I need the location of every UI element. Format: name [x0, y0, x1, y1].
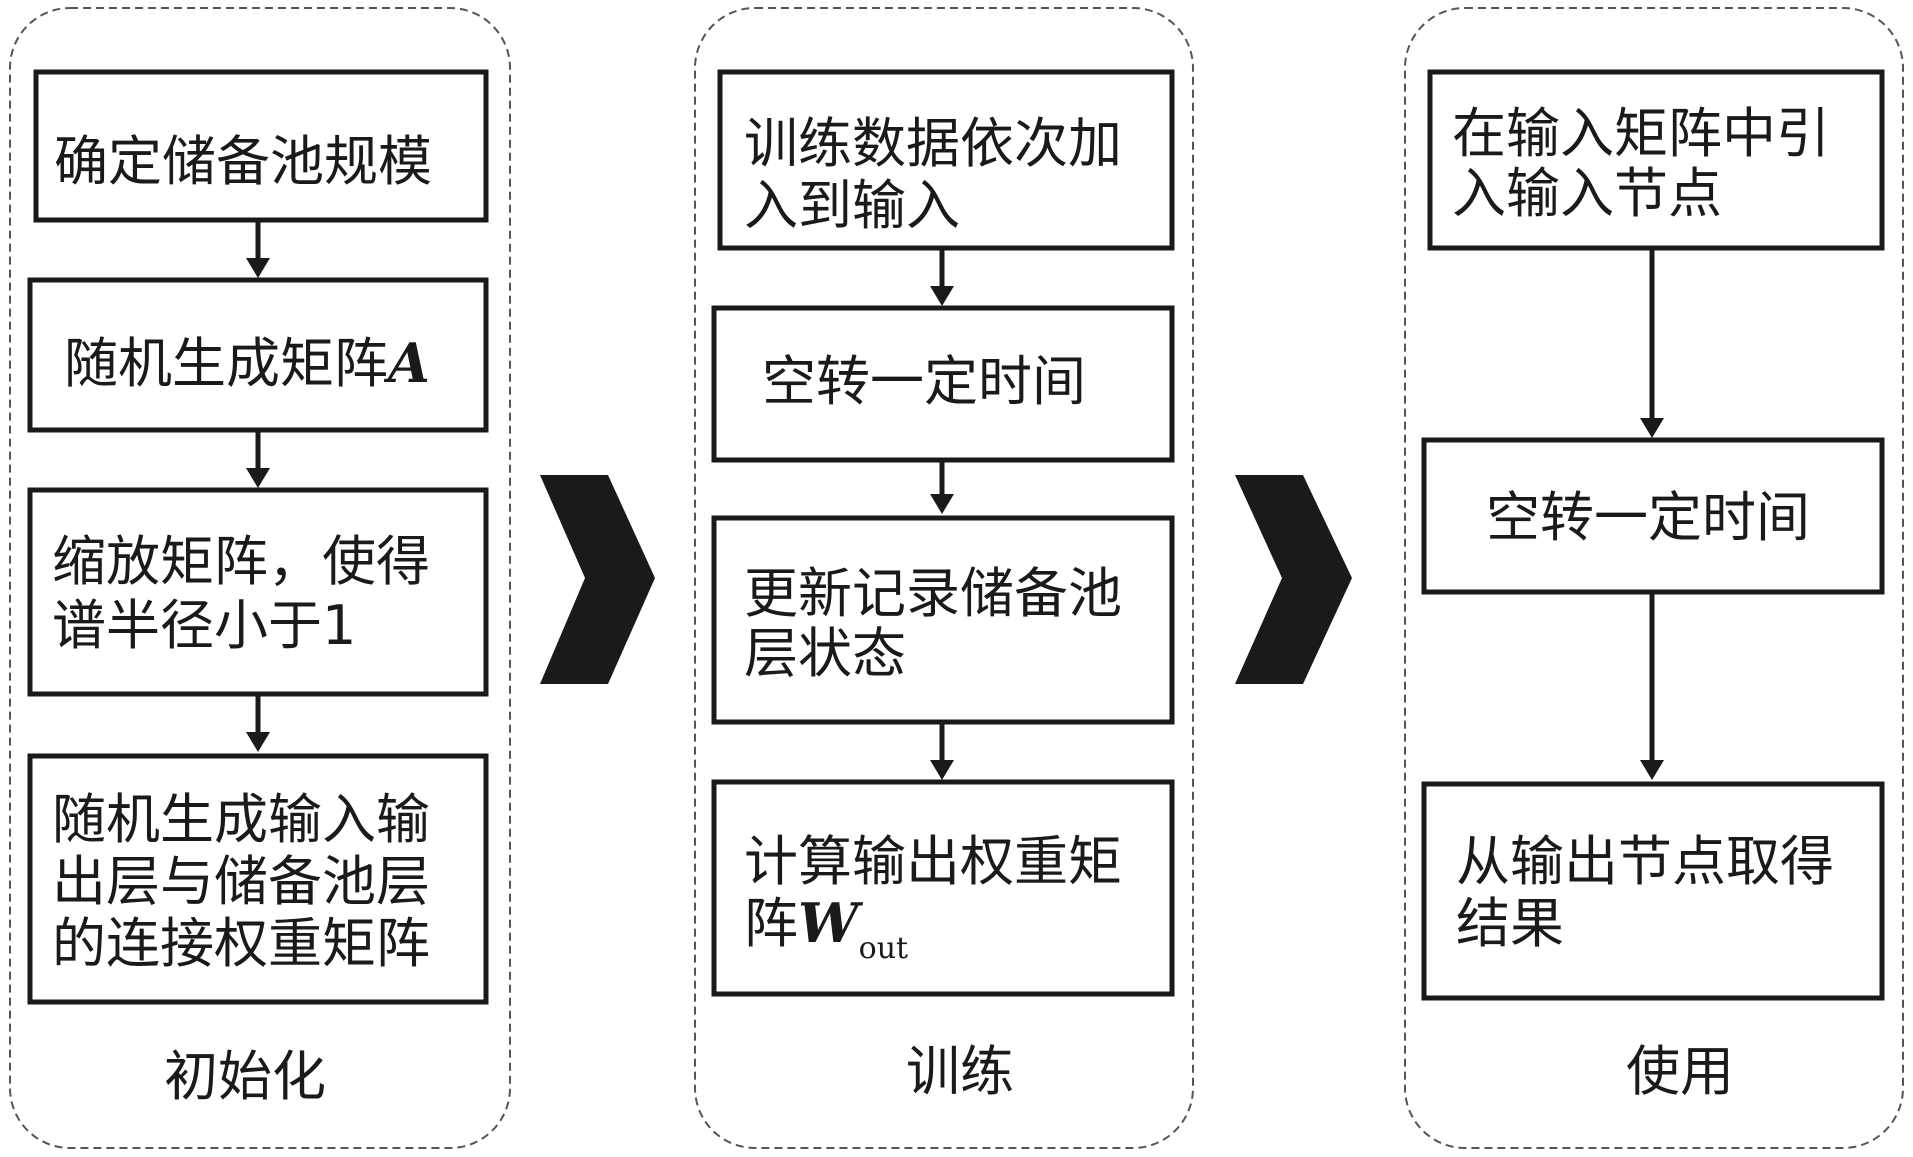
stage-training-frame — [694, 7, 1194, 1149]
step-line: 阵 — [744, 892, 798, 955]
step-compute-output-weights-box — [711, 779, 1175, 997]
step-line: 缩放矩阵，使得 — [52, 530, 430, 593]
stage-training-label: 训练 — [906, 1040, 1014, 1103]
step-line: 层状态 — [744, 622, 906, 685]
step-line: 从输出节点取得 — [1456, 830, 1834, 893]
step-line: 入到输入 — [744, 174, 960, 237]
flow-arrow-head — [246, 732, 270, 752]
step-line: 随机生成输入输 — [52, 788, 430, 851]
step-idle-usage: 空转一定时间 — [1486, 486, 1810, 549]
step-line: 入输入节点 — [1452, 162, 1722, 225]
matrix-symbol: W — [798, 891, 864, 955]
step-record-reservoir-state: 更新记录储备池 层状态 — [744, 562, 1139, 685]
flow-arrow-head — [930, 494, 954, 514]
stage-usage-frame — [1404, 7, 1904, 1149]
step-get-result-box — [1421, 781, 1885, 1001]
stage-usage: 在输入矩阵中引 入输入节点 空转一定时间 从输出节点取得 结果 使用 — [1404, 7, 1904, 1149]
flow-arrow-head — [930, 760, 954, 780]
matrix-symbol: A — [383, 331, 430, 395]
step-line: 随机生成矩阵 — [64, 332, 388, 395]
step-idle-usage-box — [1421, 437, 1885, 595]
chevron-right-icon — [1235, 475, 1352, 684]
stage-initialization-label: 初始化 — [164, 1045, 326, 1108]
step-line: 计算输出权重矩 — [744, 830, 1122, 893]
stage-training: 训练数据依次加 入到输入 空转一定时间 更新记录储备池 层状态 计算输出权重矩 … — [694, 7, 1194, 1149]
step-generate-matrix-a: 随机生成矩阵A — [64, 331, 430, 395]
step-feed-training-data-box — [717, 69, 1175, 251]
step-scale-matrix: 缩放矩阵，使得 谱半径小于1 — [52, 530, 447, 657]
step-idle-training: 空转一定时间 — [762, 350, 1086, 413]
step-feed-training-data: 训练数据依次加 入到输入 — [744, 112, 1139, 237]
step-line: 谱半径小于1 — [52, 594, 356, 657]
flow-arrow-head — [246, 258, 270, 278]
matrix-subscript: out — [859, 931, 908, 966]
step-compute-output-weights: 计算输出权重矩 阵Wout — [744, 830, 1139, 966]
chevron-right-icon — [540, 475, 655, 684]
step-get-result: 从输出节点取得 结果 — [1456, 830, 1851, 955]
step-line: 的连接权重矩阵 — [52, 912, 430, 975]
flow-arrow-head — [1640, 760, 1664, 780]
step-line: 确定储备池规模 — [54, 130, 432, 193]
step-record-reservoir-state-box — [711, 515, 1175, 725]
step-line: 更新记录储备池 — [744, 562, 1122, 625]
stage-initialization: 确定储备池规模 随机生成矩阵A 缩放矩阵，使得 谱半径小于1 随机生成输入输 出… — [9, 7, 511, 1149]
step-determine-reservoir-size: 确定储备池规模 — [54, 130, 432, 193]
step-generate-weights-box — [27, 753, 489, 1005]
step-line: 空转一定时间 — [762, 350, 1086, 413]
step-generate-weights: 随机生成输入输 出层与储备池层 的连接权重矩阵 — [52, 788, 447, 975]
flow-arrow-head — [1640, 418, 1664, 438]
step-scale-matrix-box — [27, 487, 489, 697]
step-line: 结果 — [1456, 892, 1564, 955]
step-line: 在输入矩阵中引 — [1452, 102, 1830, 165]
stage-initialization-frame — [9, 7, 511, 1149]
flow-arrow-head — [930, 286, 954, 306]
step-line: 出层与储备池层 — [52, 850, 430, 913]
step-generate-matrix-a-box — [27, 277, 489, 433]
stage-usage-label: 使用 — [1626, 1040, 1734, 1103]
step-add-input-nodes-box — [1427, 69, 1885, 251]
step-line: 空转一定时间 — [1486, 486, 1810, 549]
step-add-input-nodes: 在输入矩阵中引 入输入节点 — [1452, 102, 1847, 225]
step-determine-reservoir-size-box — [33, 69, 489, 223]
step-line: 训练数据依次加 — [744, 112, 1122, 175]
step-idle-training-box — [711, 305, 1175, 463]
flow-arrow-head — [246, 468, 270, 488]
